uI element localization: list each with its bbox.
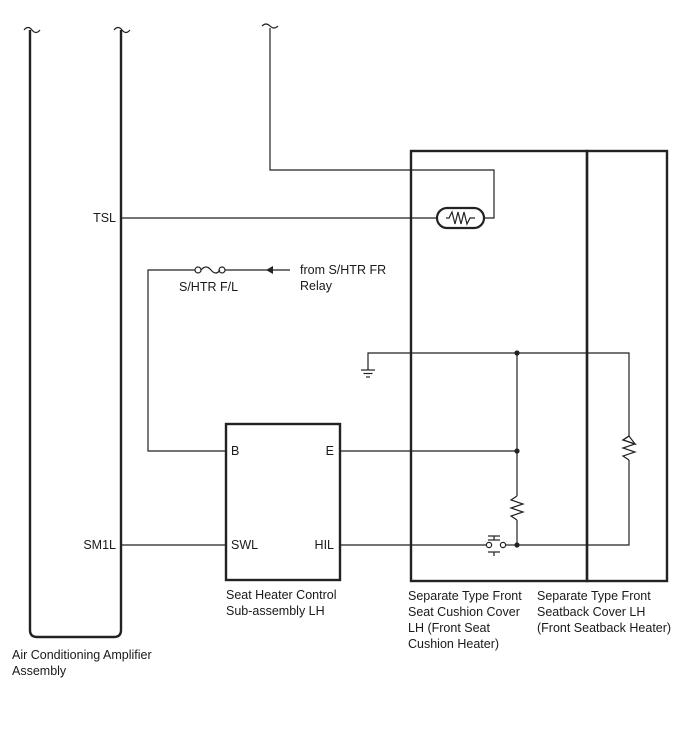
pin-sm1l-label: SM1L	[83, 538, 116, 552]
seatback-label-line1: Separate Type Front	[537, 589, 651, 603]
thermistor-icon	[435, 206, 486, 230]
fuse-label: S/HTR F/L	[179, 280, 238, 294]
pin-hil-label: HIL	[315, 538, 335, 552]
seatback-label-line2: Seatback Cover LH	[537, 605, 645, 619]
seatback-heater-icon	[517, 435, 637, 546]
hil-wire	[340, 535, 520, 556]
relay-label-line1: from S/HTR FR	[300, 263, 386, 277]
pin-swl-label: SWL	[231, 538, 258, 552]
cushion-heater-icon	[509, 495, 525, 545]
cushion-label-line3: LH (Front Seat	[408, 621, 491, 635]
cushion-label-line1: Separate Type Front	[408, 589, 522, 603]
top-wire-break	[261, 23, 495, 219]
control-label-line1: Seat Heater Control	[226, 588, 336, 602]
switch-icon	[488, 535, 500, 556]
tsl-wire	[121, 206, 486, 230]
pin-e-label: E	[326, 444, 334, 458]
seat-heater-control-box	[224, 422, 342, 582]
pin-tsl-label: TSL	[93, 211, 116, 225]
amplifier-label-line2: Assembly	[12, 664, 67, 678]
amplifier-assembly	[23, 26, 131, 639]
cushion-label-line2: Seat Cushion Cover	[408, 605, 520, 619]
seatback-cover-box	[585, 149, 669, 583]
ground-icon	[361, 369, 375, 378]
pin-b-label: B	[231, 444, 239, 458]
arrow-icon	[266, 266, 273, 274]
fuse-wire	[147, 266, 290, 452]
control-label-line2: Sub-assembly LH	[226, 604, 325, 618]
cushion-label-line4: Cushion Heater)	[408, 637, 499, 651]
seatback-label-line3: (Front Seatback Heater)	[537, 621, 671, 635]
fuse-icon	[200, 266, 221, 274]
relay-label-line2: Relay	[300, 279, 333, 293]
e-wire	[340, 350, 630, 496]
amplifier-label-line1: Air Conditioning Amplifier	[12, 648, 152, 662]
